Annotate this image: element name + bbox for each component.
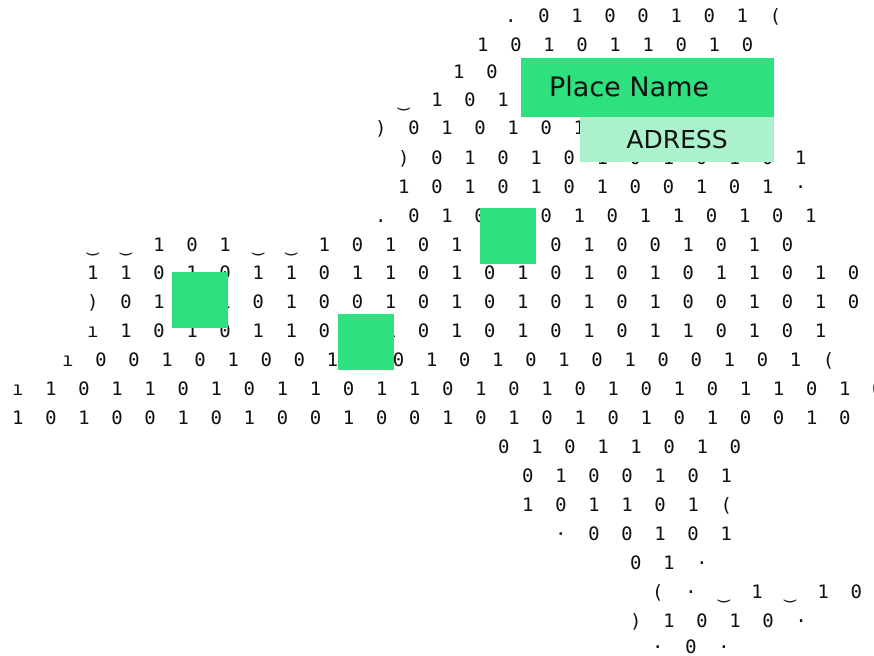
address-label: ADRESS	[580, 117, 774, 162]
binary-row: 1 0 1 0 0 1 0 1 0 0 1 0 0 1 0 1 0 1 0 1 …	[12, 407, 874, 429]
binary-row: 0 1 0 1 1 0 1 0	[498, 436, 747, 458]
map-marker-2[interactable]	[172, 272, 228, 328]
binary-row: · 0 0 1 0 1	[555, 523, 737, 545]
binary-row: ) 1 0 1 0 ·	[630, 610, 812, 632]
binary-row: ı 1 0 1 1 0 1 0 1 1 0 1 1 0 1 0 1 0 1 0 …	[12, 378, 874, 400]
binary-row: · 0 ·	[652, 636, 735, 656]
binary-row: ı 0 0 1 0 1 0 0 1 0 0 1 0 1 0 1 0 1 0 0 …	[62, 349, 840, 371]
binary-row: . 0 1 0 0 1 0 1 (	[505, 5, 787, 27]
binary-row: 0 1 ·	[630, 552, 713, 574]
binary-row: 1 0 1 0 1 1 0 1 0	[477, 34, 759, 56]
binary-row: ( · ‿ 1 ‿ 1 0 1 ·	[652, 581, 868, 603]
binary-row: ‿ ‿ 1 0 1 ‿ ‿ 1 0 1 0 1 0 1 0 1 0 0 1 0 …	[87, 234, 799, 256]
binary-row: ) 0 1 0 1 0 1 0 0 1 0 1 0 1 0 1 0 1 0 0 …	[87, 291, 865, 313]
binary-row: 1 0 1 1 0 1 (	[522, 494, 738, 516]
binary-row: 0 1 0 0 1 0 1	[522, 465, 738, 487]
map-marker-1[interactable]	[480, 208, 536, 264]
place-popup: Place Name ADRESS	[521, 58, 774, 162]
binary-row: . 0 1 0 1 0 1 0 1 1 0 1 0 1	[375, 205, 822, 227]
place-name-label[interactable]: Place Name	[521, 58, 774, 117]
binary-row: 1 0 1 0 1 0 1 0 0 1 0 1 ·	[398, 176, 812, 198]
map-marker-3[interactable]	[338, 314, 394, 370]
